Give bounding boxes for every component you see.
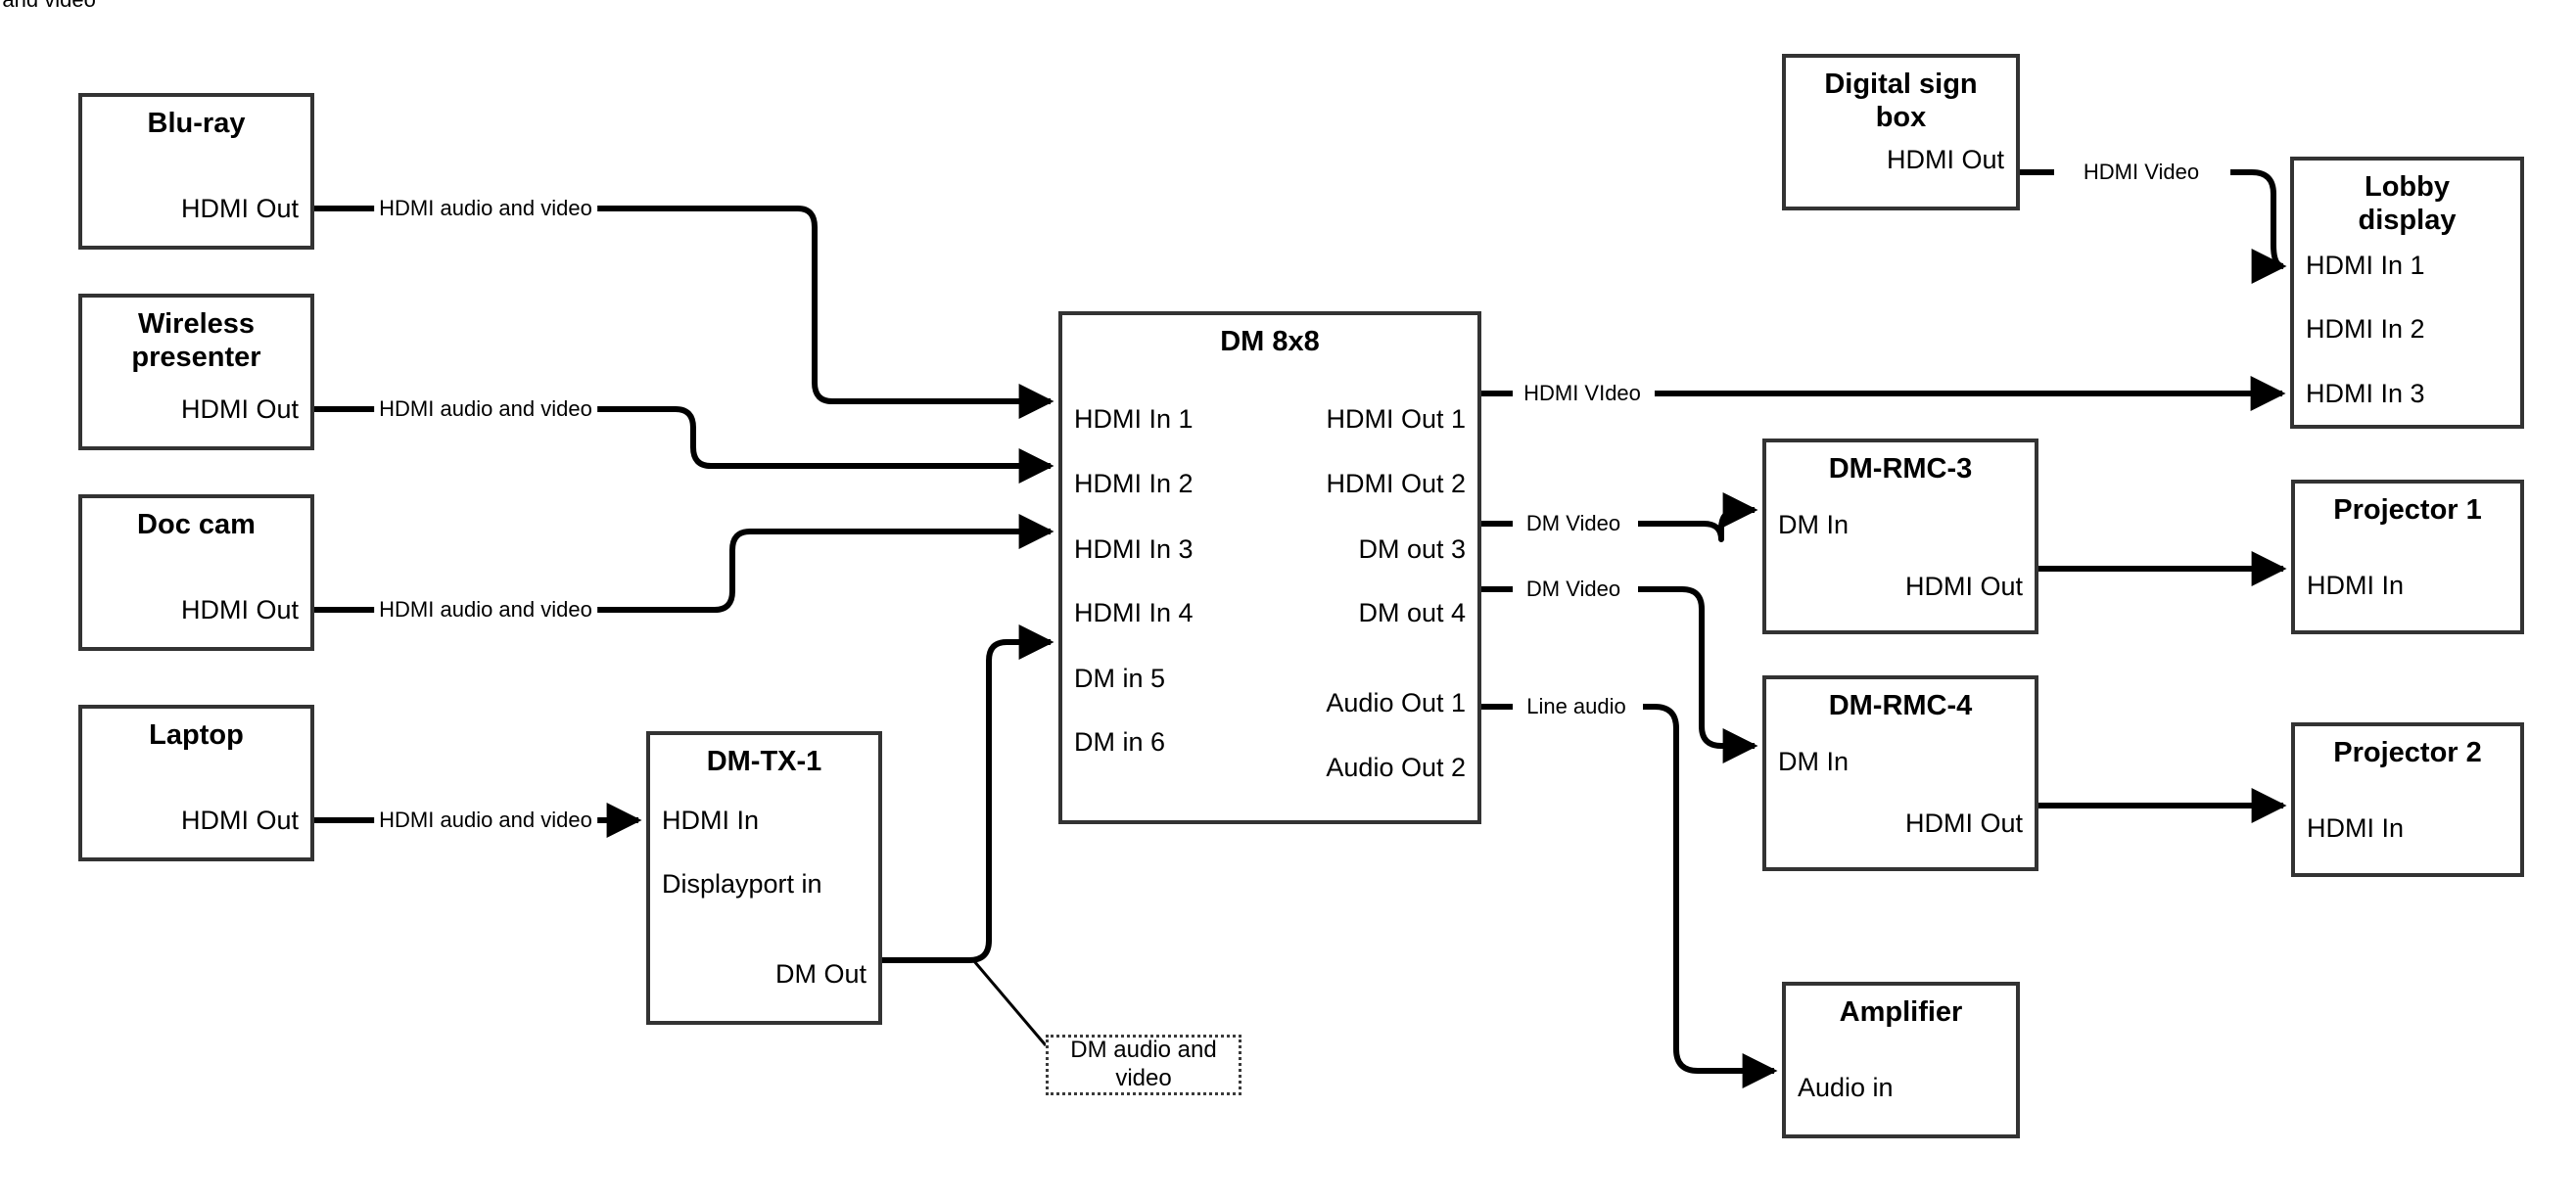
port-dm-8x8-dm-out-4[interactable]: DM out 4 bbox=[1358, 598, 1466, 627]
port-dm-tx-1-displayport-in[interactable]: Displayport in bbox=[662, 869, 822, 899]
port-dm-tx-1-dm-out[interactable]: DM Out bbox=[774, 959, 866, 989]
wire-label-laptop-to-dmtx-hdmi-in: HDMI audio and video bbox=[374, 808, 597, 833]
wire-label-doccam-to-hdmi-in-3: HDMI audio and video bbox=[374, 597, 597, 623]
port-dm-8x8-dm-out-3[interactable]: DM out 3 bbox=[1358, 534, 1466, 564]
node-title-projector-1: Projector 1 bbox=[2333, 494, 2482, 526]
node-projector-2[interactable]: Projector 2 HDMI In bbox=[2291, 722, 2524, 877]
node-title-projector-2: Projector 2 bbox=[2333, 737, 2482, 768]
dm-audio-and-video-callout: DM audio and video bbox=[1046, 1035, 1241, 1095]
port-dm-8x8-dm-in-5[interactable]: DM in 5 bbox=[1074, 664, 1166, 693]
port-lobby-display-hdmi-in-2[interactable]: HDMI In 2 bbox=[2306, 314, 2425, 344]
node-title-dm-rmc-3: DM-RMC-3 bbox=[1828, 453, 1973, 485]
port-projector-1-hdmi-in[interactable]: HDMI In bbox=[2307, 571, 2405, 600]
port-dm-rmc-3-hdmi-out[interactable]: HDMI Out bbox=[1904, 572, 2023, 601]
port-dm-8x8-dm-in-6[interactable]: DM in 6 bbox=[1074, 727, 1166, 757]
port-dm-8x8-hdmi-in-2[interactable]: HDMI In 2 bbox=[1074, 469, 1194, 498]
wire-dm-out-4-to-rmc4 bbox=[1638, 586, 1758, 763]
node-projector-1[interactable]: Projector 1 HDMI In bbox=[2291, 480, 2524, 634]
port-dm-8x8-audio-out-2[interactable]: Audio Out 2 bbox=[1326, 753, 1466, 782]
wire-dm-out-3-to-rmc3 bbox=[1638, 492, 1758, 542]
port-wireless-presenter-hdmi-out[interactable]: HDMI Out bbox=[180, 394, 299, 424]
node-title-lobby-display: Lobby display bbox=[2358, 171, 2457, 237]
port-blu-ray-hdmi-out[interactable]: HDMI Out bbox=[180, 194, 299, 223]
node-dm-rmc-4[interactable]: DM-RMC-4 DM In HDMI Out bbox=[1762, 675, 2038, 871]
node-title-dm-tx-1: DM-TX-1 bbox=[706, 746, 822, 777]
wire-sign-to-lobby-in-1 bbox=[2230, 169, 2287, 284]
node-title-wireless-presenter: Wireless presenter bbox=[131, 308, 261, 374]
port-dm-8x8-hdmi-out-1[interactable]: HDMI Out 1 bbox=[1326, 404, 1466, 434]
node-title-amplifier: Amplifier bbox=[1839, 996, 1963, 1028]
node-title-dm-rmc-4: DM-RMC-4 bbox=[1828, 690, 1973, 721]
node-title-blu-ray: Blu-ray bbox=[147, 108, 246, 139]
wire-label-audio-out-1-to-amplifier: Line audio bbox=[1522, 694, 1631, 719]
wire-label-hdmi-out-1-to-lobby-in-3: HDMI VIdeo bbox=[1519, 381, 1646, 406]
port-dm-8x8-audio-out-1[interactable]: Audio Out 1 bbox=[1326, 688, 1466, 717]
wire-callout-leader bbox=[972, 960, 1048, 1046]
wire-label-bluray-to-hdmi-in-1: HDMI audio and video bbox=[374, 196, 597, 221]
wire-label-dm-out-4-to-rmc4-dm-in: DM Video bbox=[1521, 577, 1626, 602]
port-digital-sign-box-hdmi-out[interactable]: HDMI Out bbox=[1886, 145, 2004, 174]
node-title-dm-8x8: DM 8x8 bbox=[1220, 326, 1320, 357]
wire-wireless-to-hdmi-in-2-b bbox=[597, 406, 1054, 484]
node-title-doc-cam: Doc cam bbox=[137, 509, 256, 540]
wire-dmtx-to-dm-in-5 bbox=[882, 624, 1054, 963]
wire-label-dmtx-dm-out-to-dm-in-5: DM audio and video bbox=[0, 0, 101, 13]
port-dm-8x8-hdmi-in-4[interactable]: HDMI In 4 bbox=[1074, 598, 1194, 627]
port-laptop-hdmi-out[interactable]: HDMI Out bbox=[180, 806, 299, 835]
port-amplifier-audio-in[interactable]: Audio in bbox=[1798, 1073, 1894, 1102]
wire-bluray-to-hdmi-in-1-b bbox=[597, 206, 1054, 419]
wire-label-digital-sign-to-lobby-in-1: HDMI Video bbox=[2078, 160, 2205, 185]
wire-doccam-to-hdmi-in-3-b bbox=[597, 514, 1054, 613]
node-title-digital-sign-box: Digital sign box bbox=[1824, 69, 1978, 134]
port-dm-tx-1-hdmi-in[interactable]: HDMI In bbox=[662, 806, 760, 835]
port-dm-rmc-4-dm-in[interactable]: DM In bbox=[1778, 747, 1850, 776]
node-dm-rmc-3[interactable]: DM-RMC-3 DM In HDMI Out bbox=[1762, 439, 2038, 634]
port-projector-2-hdmi-in[interactable]: HDMI In bbox=[2307, 813, 2405, 843]
port-dm-8x8-hdmi-in-3[interactable]: HDMI In 3 bbox=[1074, 534, 1194, 564]
port-dm-8x8-hdmi-in-1[interactable]: HDMI In 1 bbox=[1074, 404, 1194, 434]
node-title-laptop: Laptop bbox=[149, 719, 244, 751]
port-lobby-display-hdmi-in-3[interactable]: HDMI In 3 bbox=[2306, 379, 2425, 408]
port-doc-cam-hdmi-out[interactable]: HDMI Out bbox=[180, 595, 299, 624]
wire-label-wireless-to-hdmi-in-2: HDMI audio and video bbox=[374, 396, 597, 422]
wire-label-dm-out-3-to-rmc3-dm-in: DM Video bbox=[1521, 511, 1626, 536]
port-dm-8x8-hdmi-out-2[interactable]: HDMI Out 2 bbox=[1326, 469, 1466, 498]
wire-audio-out-1-to-amp bbox=[1643, 704, 1778, 1088]
port-dm-rmc-3-dm-in[interactable]: DM In bbox=[1778, 510, 1850, 539]
port-dm-rmc-4-hdmi-out[interactable]: HDMI Out bbox=[1904, 808, 2023, 838]
port-lobby-display-hdmi-in-1[interactable]: HDMI In 1 bbox=[2306, 251, 2425, 280]
